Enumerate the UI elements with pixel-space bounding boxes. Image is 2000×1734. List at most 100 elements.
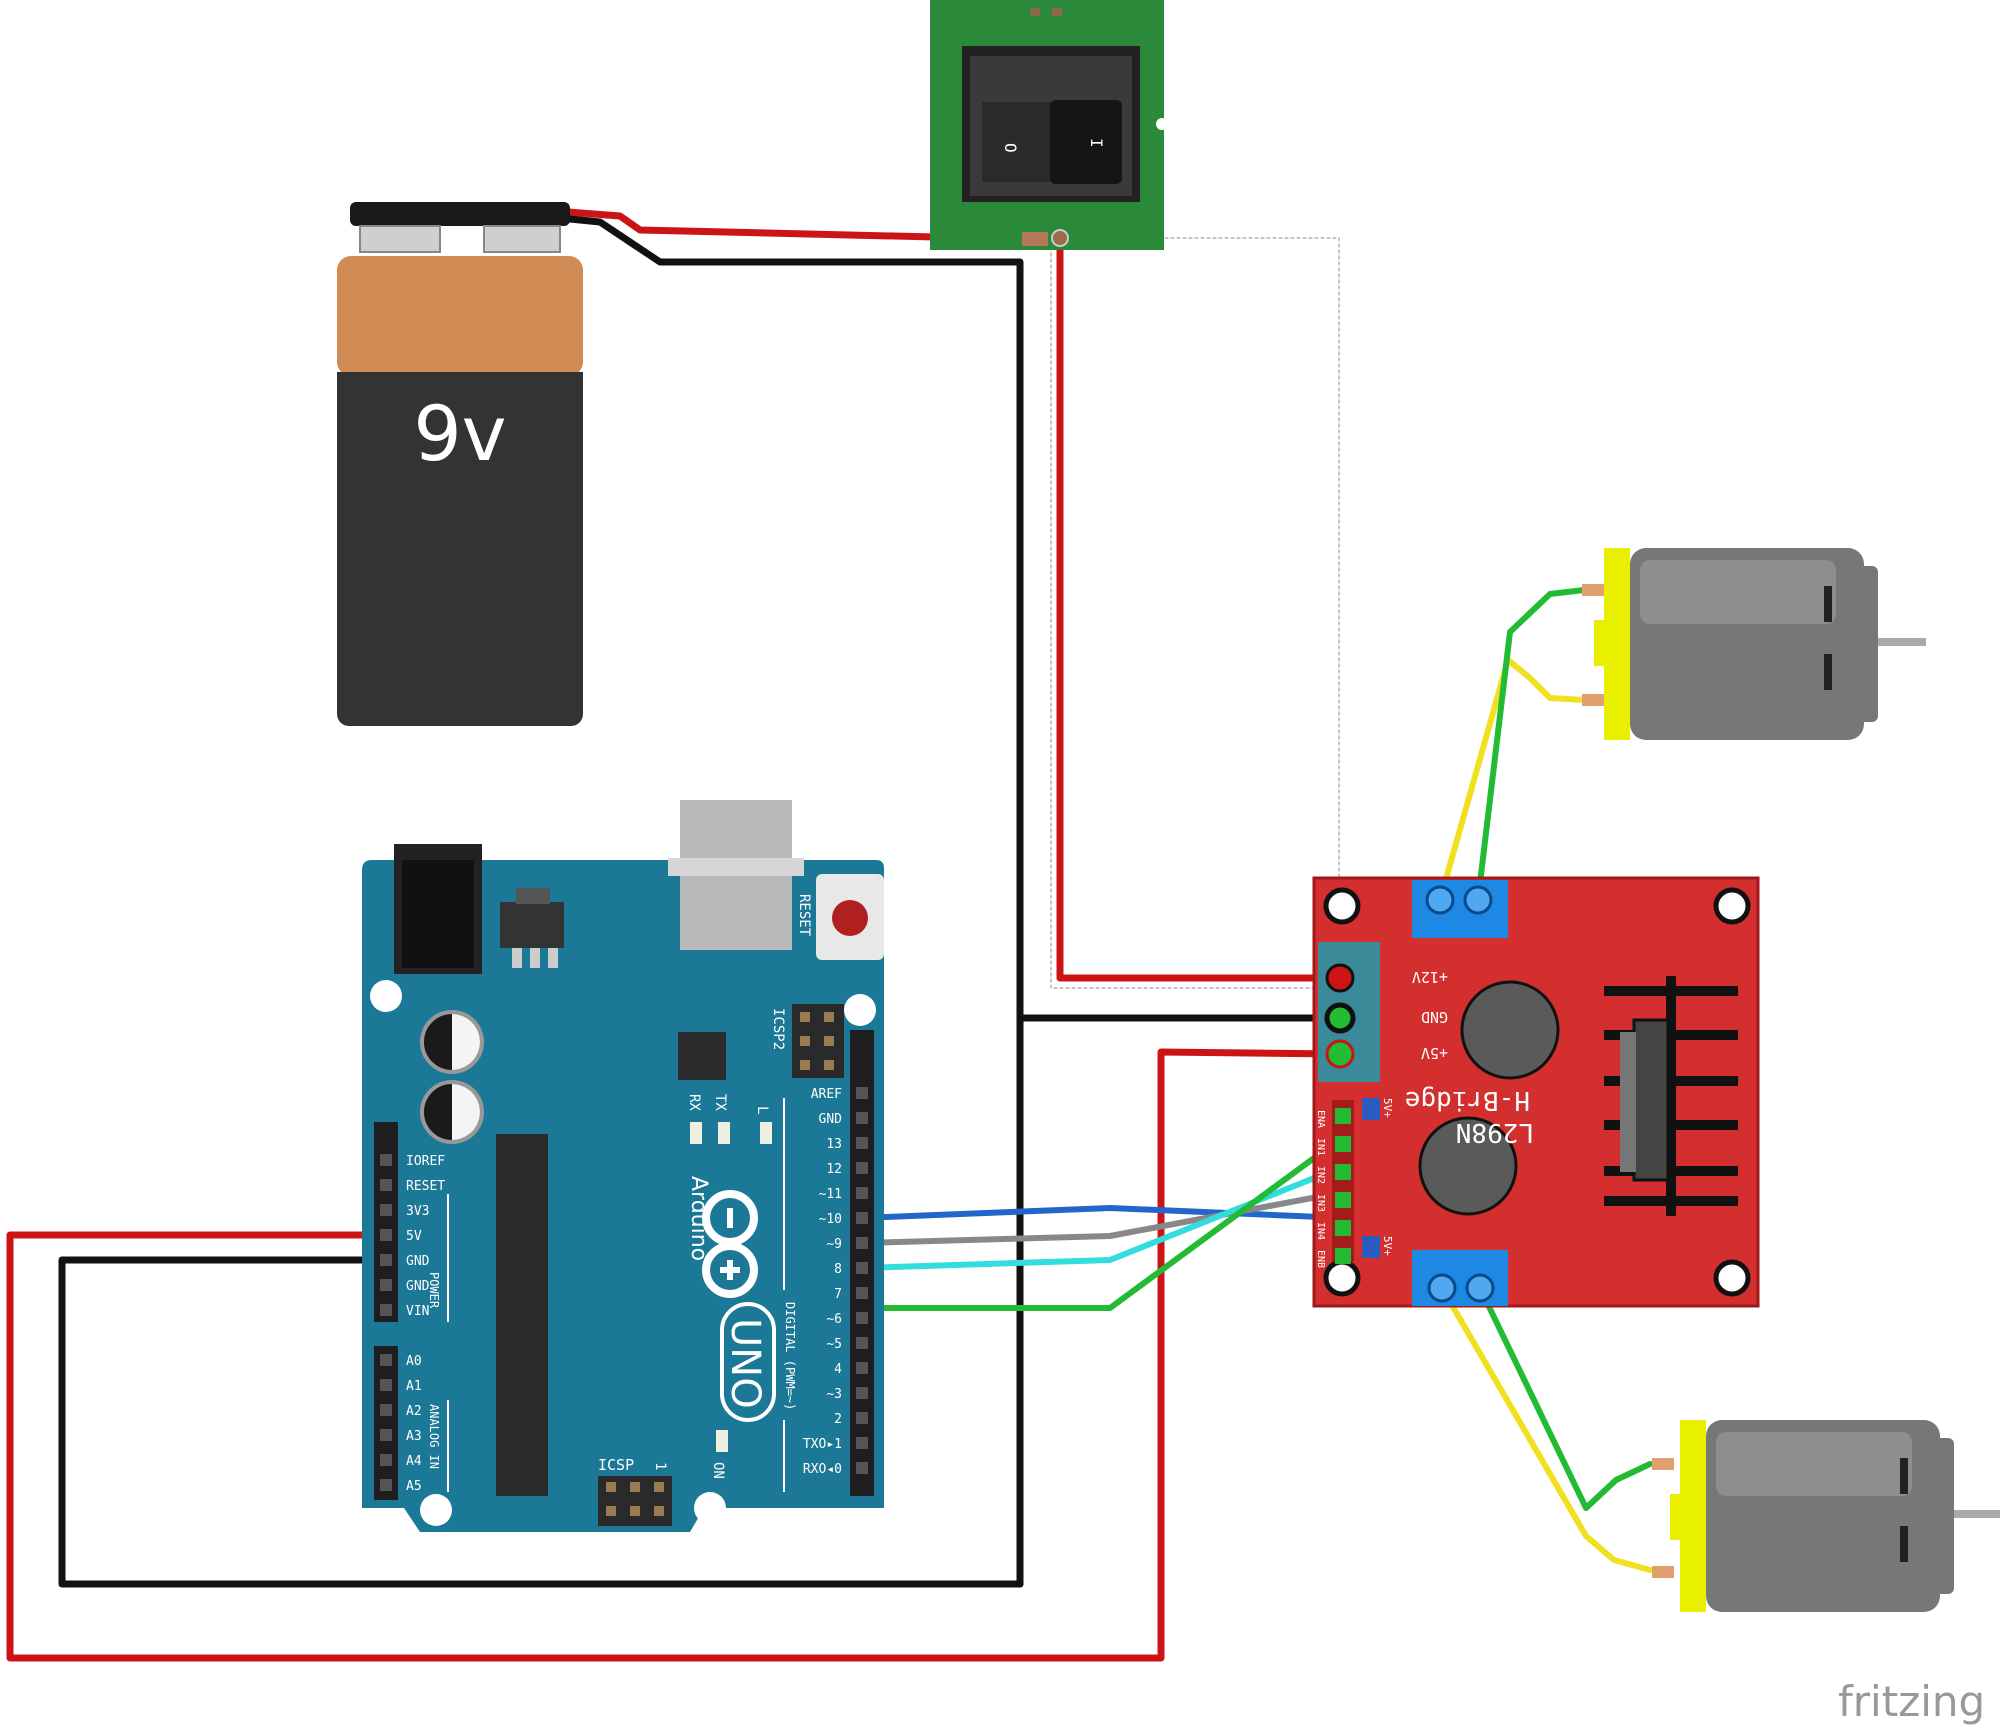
wire-arduino-5v	[6, 1048, 1344, 1662]
digital-pin[interactable]	[856, 1262, 868, 1274]
hbridge-control-pin[interactable]	[1335, 1220, 1351, 1236]
digital-pin[interactable]	[856, 1287, 868, 1299]
wire-motor-b-yellow	[1439, 1285, 1653, 1573]
icsp-pin1-label: 1	[652, 1462, 668, 1470]
power-pin-label: VIN	[406, 1304, 429, 1319]
tx-label: TX	[712, 1094, 728, 1111]
analog-pin-label: A1	[406, 1379, 422, 1394]
wires	[6, 208, 1653, 1662]
analog-pin[interactable]	[380, 1379, 392, 1391]
digital-pin-label: ~5	[826, 1337, 842, 1352]
rx-label: RX	[686, 1094, 702, 1111]
arduino-brand: Arduino	[686, 1176, 711, 1261]
rocker-switch[interactable]: O I	[930, 0, 1168, 250]
arduino-uno: RESET ICSP2 RX TX L	[362, 800, 884, 1532]
analog-pin-label: A4	[406, 1454, 422, 1469]
wire-pin9-to-in3	[859, 1189, 1347, 1246]
analog-pin[interactable]	[380, 1404, 392, 1416]
wire-pin8-to-in2	[859, 1163, 1347, 1271]
digital-pin[interactable]	[856, 1212, 868, 1224]
battery-9v: 9v	[337, 202, 583, 726]
on-label: ON	[710, 1462, 726, 1479]
power-pin-label: GND	[406, 1254, 430, 1269]
digital-pin[interactable]	[856, 1137, 868, 1149]
digital-pin-label: ~3	[826, 1387, 842, 1402]
digital-pin[interactable]	[856, 1312, 868, 1324]
digital-pin[interactable]	[856, 1237, 868, 1249]
hbridge-control-pin[interactable]	[1335, 1108, 1351, 1124]
hbridge-control-pin-label: IN4	[1315, 1222, 1326, 1240]
l-label: L	[754, 1106, 770, 1114]
arduino-model: UNO	[722, 1318, 768, 1409]
digital-pin-label: ~6	[826, 1312, 842, 1327]
wire-battery-positive-to-switch	[564, 208, 1064, 244]
hbridge-chip: L298N	[1456, 1117, 1534, 1147]
digital-pin[interactable]	[856, 1437, 868, 1449]
hbridge-power-pin-label: +12V	[1412, 968, 1448, 986]
wire-switch-to-12v	[1056, 236, 1342, 982]
power-pin[interactable]	[380, 1279, 392, 1291]
dc-motor-a	[1582, 548, 1926, 740]
analog-pin[interactable]	[380, 1429, 392, 1441]
dc-motor-b	[1652, 1420, 2000, 1612]
power-pin-label: 3V3	[406, 1204, 429, 1219]
hbridge-power-pin-label: +5V	[1421, 1044, 1448, 1062]
hbridge-control-pin-label: IN2	[1315, 1166, 1326, 1184]
wire-arduino-gnd	[58, 1256, 1024, 1588]
heatsink	[1604, 976, 1738, 1216]
digital-pin[interactable]	[856, 1162, 868, 1174]
fritzing-watermark: fritzing	[1838, 1677, 1985, 1726]
digital-pin-label: ~9	[826, 1237, 842, 1252]
digital-pin-label: 4	[834, 1362, 842, 1377]
digital-pin-label: 12	[826, 1162, 842, 1177]
digital-pin-label: RXO◂0	[803, 1462, 842, 1477]
hbridge-control-pin-label: ENA	[1315, 1110, 1326, 1128]
wire-selection-outline	[1050, 237, 1340, 989]
analog-pin-label: A0	[406, 1354, 422, 1369]
hbridge-control-pin-label: IN1	[1315, 1138, 1326, 1156]
digital-pin[interactable]	[856, 1387, 868, 1399]
analog-pin[interactable]	[380, 1354, 392, 1366]
power-pin-label: GND	[406, 1279, 430, 1294]
wire-motor-b-green	[1477, 1285, 1653, 1511]
digital-pin[interactable]	[856, 1362, 868, 1374]
analog-pin[interactable]	[380, 1479, 392, 1491]
power-pin[interactable]	[380, 1179, 392, 1191]
hbridge-control-pin[interactable]	[1335, 1164, 1351, 1180]
power-pin[interactable]	[380, 1204, 392, 1216]
digital-pin[interactable]	[856, 1337, 868, 1349]
digital-pin-label: ~10	[819, 1212, 842, 1227]
digital-pin[interactable]	[856, 1087, 868, 1099]
analog-pin-label: A3	[406, 1429, 422, 1444]
digital-pin[interactable]	[856, 1187, 868, 1199]
power-pin[interactable]	[380, 1304, 392, 1316]
hbridge-control-pin[interactable]	[1335, 1248, 1351, 1264]
digital-pin-label: GND	[819, 1112, 843, 1127]
reset-label: RESET	[796, 894, 812, 937]
power-pin[interactable]	[380, 1229, 392, 1241]
hbridge-control-pin[interactable]	[1335, 1136, 1351, 1152]
digital-pin[interactable]	[856, 1412, 868, 1424]
digital-pin-label: AREF	[811, 1087, 842, 1102]
hbridge-control-pin[interactable]	[1335, 1192, 1351, 1208]
digital-pin[interactable]	[856, 1112, 868, 1124]
wire-motor-a-yellow	[1437, 657, 1587, 903]
digital-pin-label: 8	[834, 1262, 842, 1277]
digital-header: DIGITAL (PWM=~)	[783, 1302, 797, 1410]
digital-pin[interactable]	[856, 1462, 868, 1474]
power-pin[interactable]	[380, 1154, 392, 1166]
digital-pin-label: 13	[826, 1137, 842, 1152]
icsp-label: ICSP	[598, 1456, 634, 1474]
switch-on-label: I	[1087, 138, 1106, 148]
power-pin[interactable]	[380, 1254, 392, 1266]
analog-pin-label: A2	[406, 1404, 422, 1419]
icsp2-label: ICSP2	[770, 1008, 786, 1050]
wire-pin10-to-in4	[859, 1205, 1347, 1221]
analog-pin[interactable]	[380, 1454, 392, 1466]
analog-header: ANALOG IN	[427, 1404, 441, 1469]
wire-pin7-to-in1	[859, 1133, 1347, 1311]
